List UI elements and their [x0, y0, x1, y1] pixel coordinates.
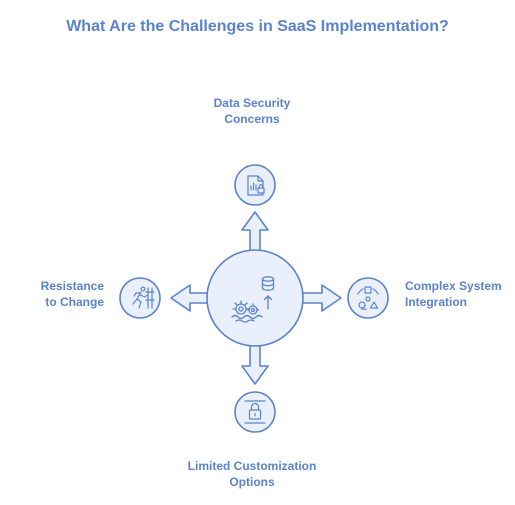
network-nodes-icon — [357, 286, 379, 310]
label-line: Complex System — [405, 279, 502, 293]
label-data-security: Data Security Concerns — [192, 95, 312, 127]
label-line: Data Security — [213, 96, 291, 110]
label-line: Integration — [405, 295, 467, 309]
label-line: Limited Customization — [187, 459, 317, 473]
label-line: to Change — [45, 295, 104, 309]
page-title: What Are the Challenges in SaaS Implemen… — [66, 18, 449, 35]
label-resistance-to-change: Resistance to Change — [14, 278, 104, 310]
running-person-icon — [132, 286, 155, 309]
arrow-left — [170, 284, 209, 312]
arrow-right — [301, 284, 342, 312]
label-line: Concerns — [224, 112, 280, 126]
saas-gears-database-icon — [231, 276, 275, 323]
arrow-up — [241, 211, 269, 253]
label-line: Options — [229, 475, 275, 489]
locked-icon — [244, 400, 266, 424]
label-line: Resistance — [40, 279, 104, 293]
label-complex-system-integration: Complex System Integration — [405, 278, 515, 310]
center-hub — [206, 249, 304, 347]
label-limited-customization: Limited Customization Options — [172, 458, 332, 490]
node-data-security — [234, 164, 276, 206]
arrow-down — [241, 343, 269, 385]
secure-document-icon — [247, 175, 265, 196]
node-limited-customization — [234, 391, 276, 433]
node-resistance-to-change — [119, 277, 161, 319]
node-complex-integration — [347, 277, 389, 319]
